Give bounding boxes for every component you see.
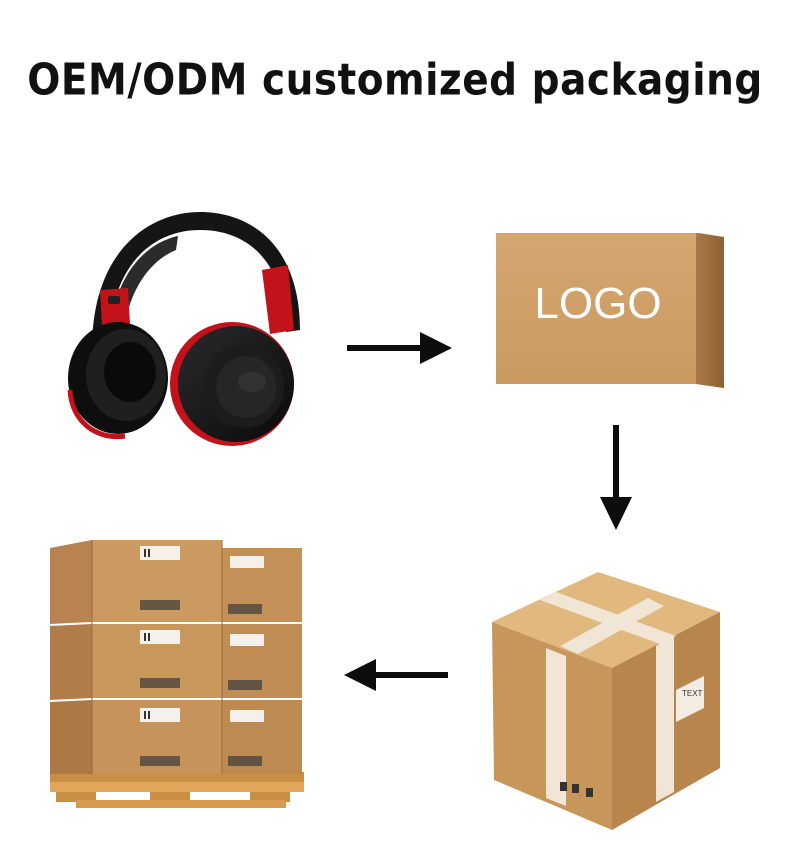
arrow-down-icon (600, 425, 632, 530)
logo-box-image: LOGO (496, 233, 724, 388)
pallet-box-row-1 (50, 540, 302, 624)
arrow-left-icon (344, 659, 448, 691)
taped-box-image: TEXT (492, 572, 720, 830)
pallet-box-row-2 (50, 624, 302, 700)
shipping-box-label: TEXT (682, 689, 703, 698)
logo-box-label: LOGO (534, 279, 661, 328)
pallet-box-row-3 (50, 700, 302, 774)
pallet-image (50, 540, 304, 808)
headphones-image (67, 212, 300, 446)
arrow-right-icon (347, 332, 452, 364)
page-title: OEM/ODM customized packaging (27, 55, 763, 106)
